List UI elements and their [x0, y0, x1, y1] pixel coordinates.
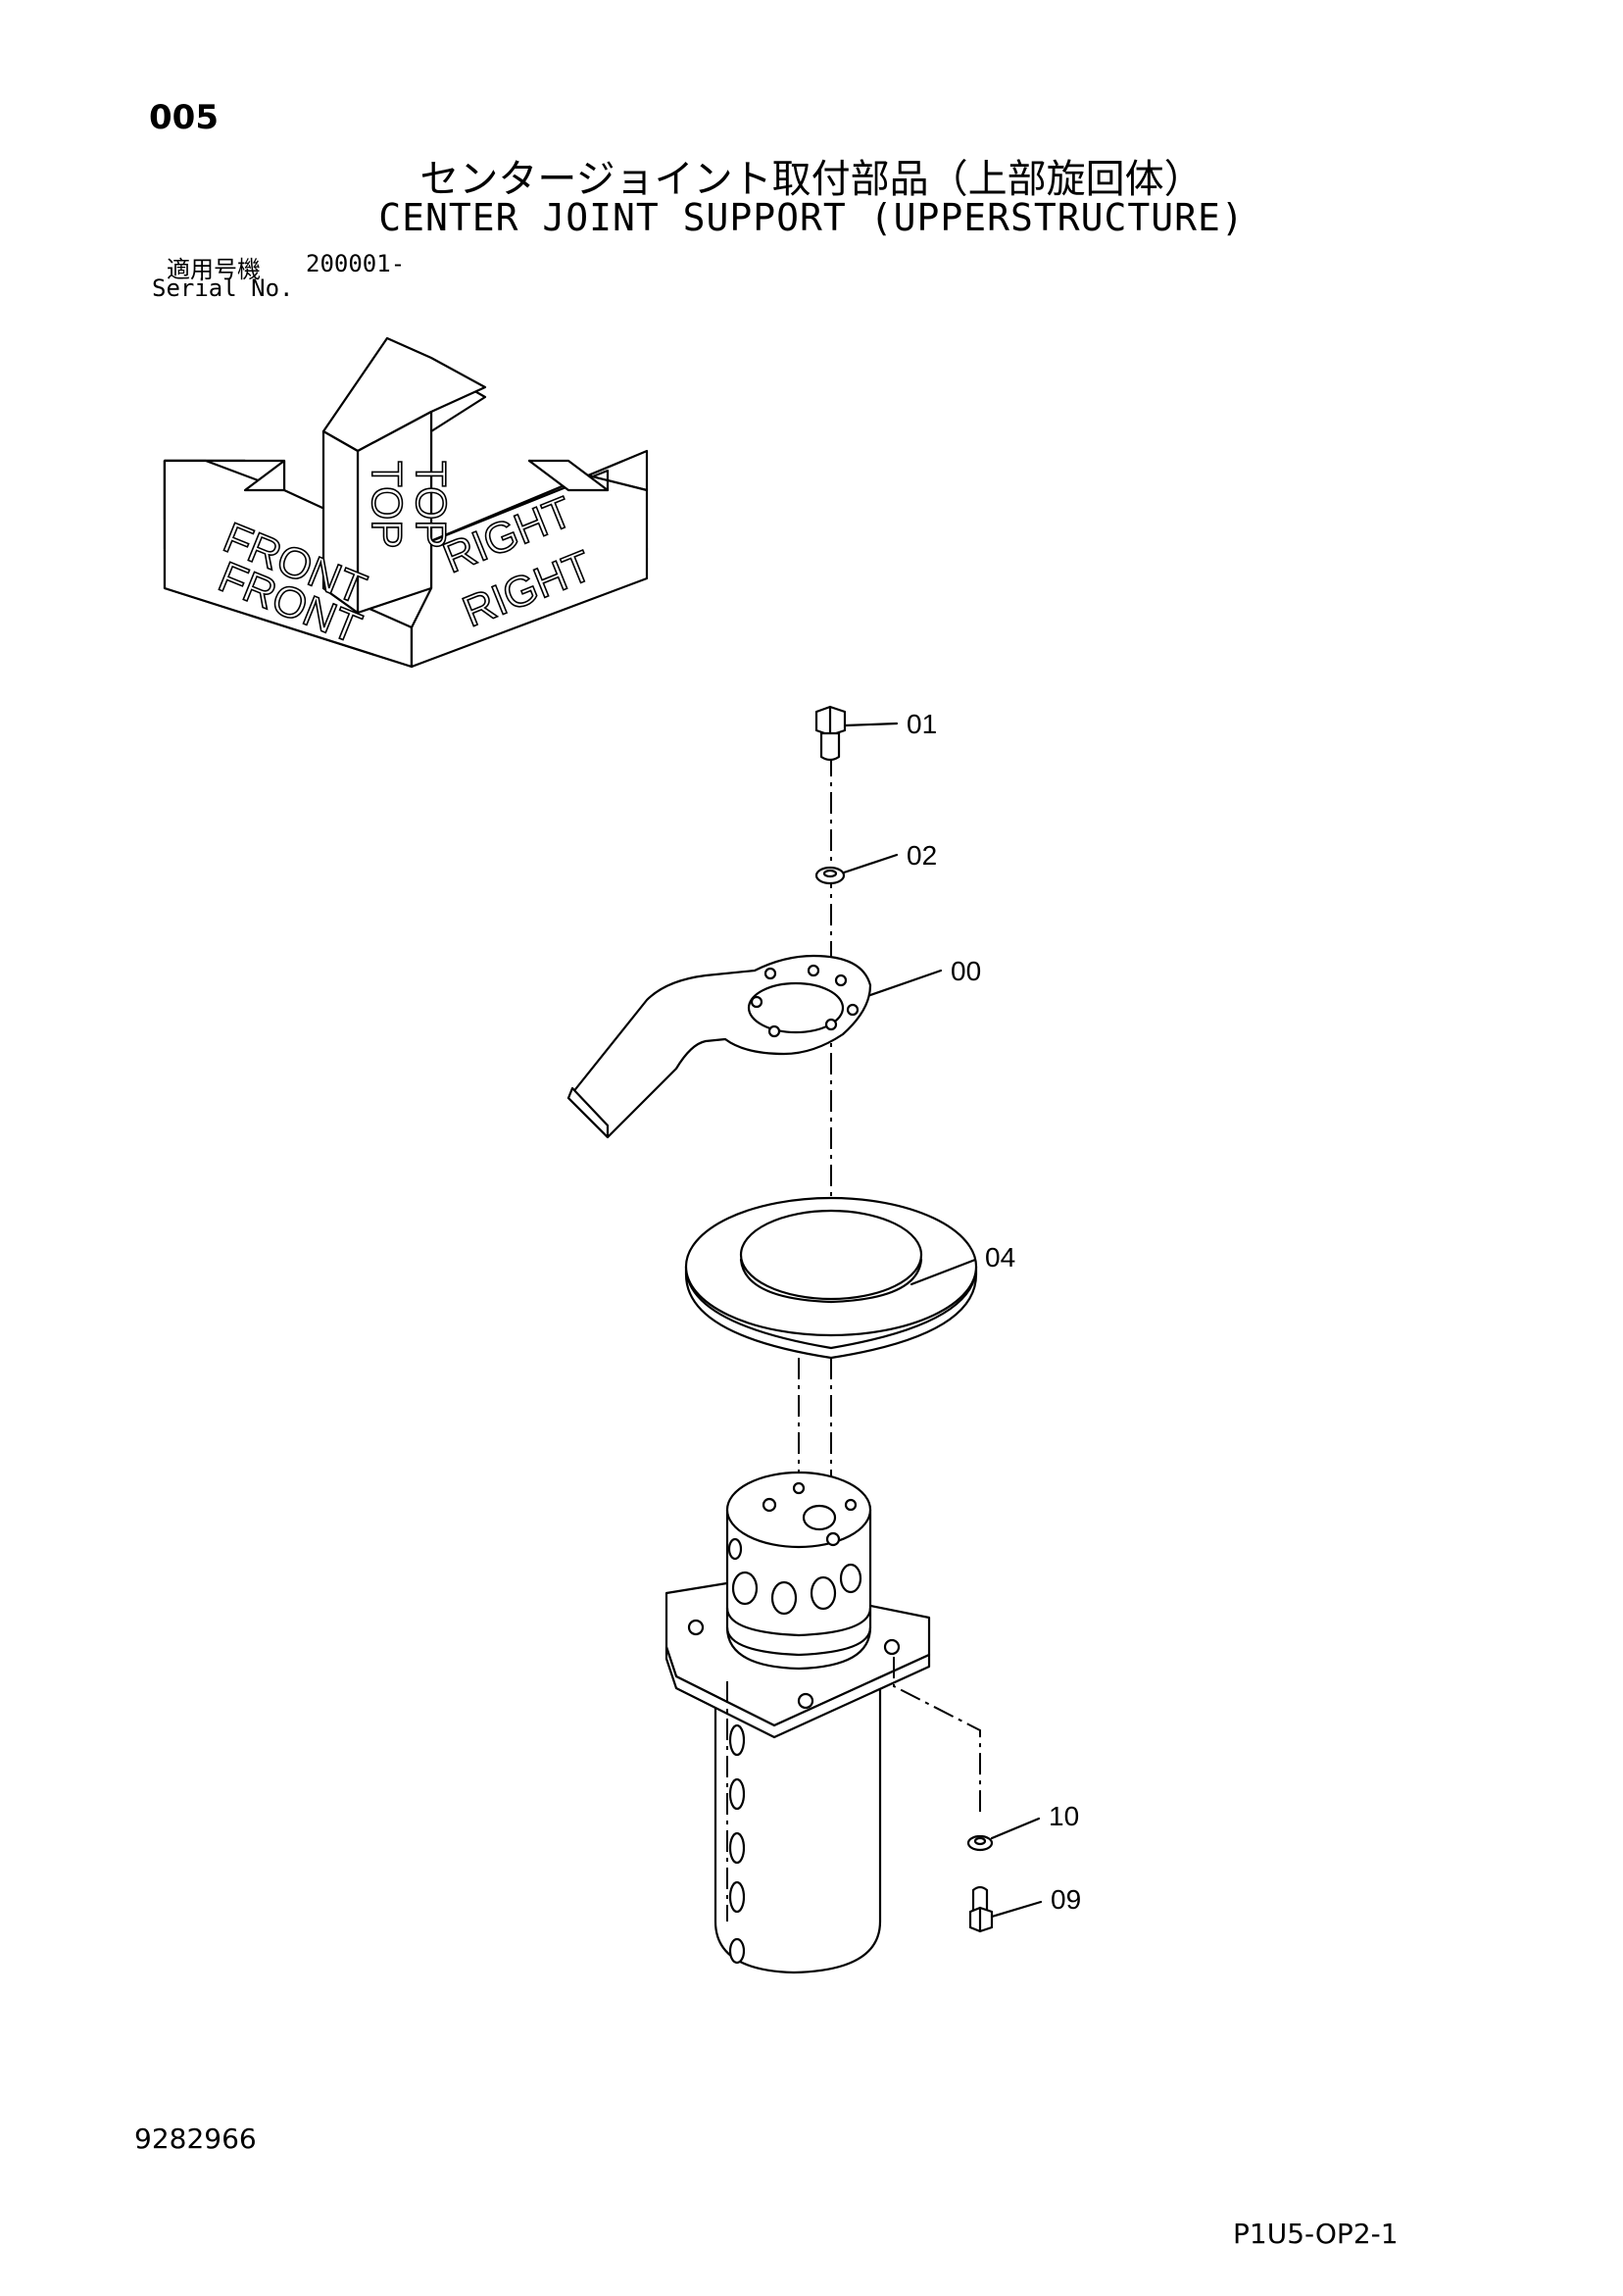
- leader-09: [990, 1900, 1043, 1919]
- leader-00: [868, 969, 943, 997]
- callout-00: 00: [951, 956, 981, 986]
- callout-01: 01: [907, 709, 937, 739]
- part-02-washer: [814, 866, 846, 885]
- callout-02: 02: [907, 840, 937, 871]
- center-joint-body: [664, 1358, 931, 1974]
- leader-01: [843, 722, 899, 727]
- part-09-bolt: [968, 1885, 994, 1933]
- callout-09: 09: [1051, 1884, 1081, 1915]
- sheet-code: P1U5-OP2-1: [1233, 2218, 1399, 2250]
- orientation-label-top: TOP: [363, 461, 411, 549]
- page-number: 005: [149, 98, 219, 137]
- serial-label-japanese: 適用号機: [167, 256, 261, 283]
- drawing-number: 9282966: [134, 2122, 257, 2155]
- part-10-washer: [966, 1834, 994, 1852]
- serial-label-english: Serial No.: [152, 275, 294, 302]
- part-00-bracket: [566, 954, 872, 1139]
- page-title-japanese: センタージョイント取付部品（上部旋回体）: [419, 157, 1204, 202]
- part-04-seal-ring: [684, 1196, 978, 1360]
- orientation-label-top-2: TOP: [407, 461, 455, 549]
- callout-04: 04: [985, 1242, 1015, 1273]
- leader-02: [842, 853, 899, 874]
- serial-number-value: 200001-: [306, 250, 406, 277]
- leader-10: [990, 1817, 1041, 1840]
- page-title-english: CENTER JOINT SUPPORT (UPPERSTRUCTURE): [378, 196, 1245, 239]
- leader-04: [910, 1258, 977, 1286]
- callout-10: 10: [1049, 1801, 1079, 1831]
- orientation-indicator: TOP TOP FRONT FRONT RIGHT RIGHT: [163, 336, 649, 669]
- lower-bolt-axis: [893, 1657, 981, 1814]
- part-01-bolt: [814, 705, 847, 762]
